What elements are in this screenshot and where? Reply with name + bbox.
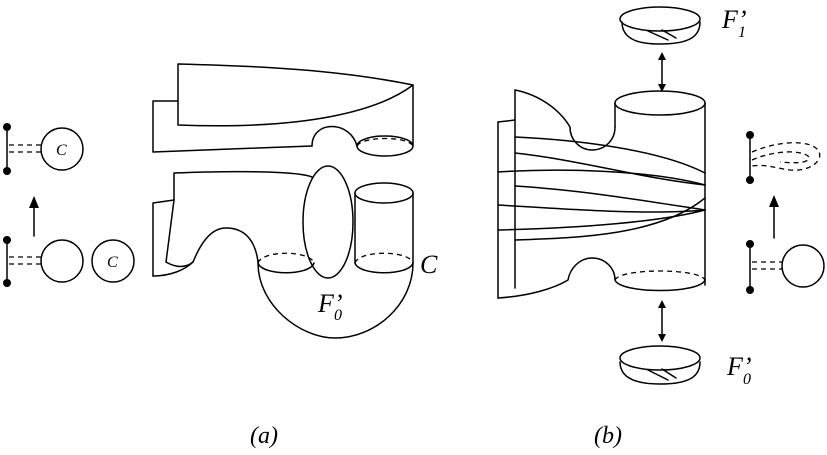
legend-circle [40,239,84,283]
legend-bottom-circle-label: C [107,254,118,271]
legend-circle-c [40,127,84,171]
ring-f1 [619,6,701,45]
legend-b-bottom [746,240,825,294]
surface-b-bottom-rim [614,279,706,292]
legend-dashed-loop-inner [751,151,810,164]
surface-a-lower-band-top [152,170,313,277]
surface-a-rim-solid [257,262,315,274]
arrow-head [658,84,666,92]
legend-arrow-head [29,196,39,208]
surface-a-tube-top [354,182,414,204]
surface-a-center-hole [302,165,354,279]
ring-f0 [619,345,701,385]
surface-b-sheet [497,204,706,213]
label-f1-main: F’ [721,5,747,34]
surface-b-sheet [514,152,706,186]
surface-a-hidden-rim [356,137,414,147]
arrow-head [658,52,666,60]
arrow-head [658,300,666,308]
surface-label-main: F’ [317,289,343,318]
surface-a-notch-lower [152,227,259,277]
caption-b: (b) [594,423,622,449]
surface-b-sheet [497,209,706,231]
surface-b-bottom-rim-dashed [614,270,706,281]
surface-b-edge [497,119,516,123]
ring-bottom [619,361,701,385]
legend-a-arrow [29,196,39,237]
surface-a-notch-upper [311,125,358,147]
label-f1-sub: 1 [738,24,746,41]
panel-a: C C [3,63,438,449]
surface-a-rim-solid [354,262,414,274]
label-f0-sub: 0 [743,371,751,388]
surface-label-f0-a: F’ 0 [317,289,343,324]
surface-b-sheet [497,169,706,186]
surface-a-cap-f0 [257,262,414,339]
surface-b-sheet [514,185,706,211]
legend-top-circle-label: C [56,142,67,159]
caption-a: (a) [250,423,278,449]
curve-label-c: C [420,250,438,279]
surface-b [497,89,706,299]
panel-b: F’ 1 [497,5,825,449]
surface-b-sheet [514,197,706,241]
surface-b-top-mouth [614,90,706,116]
legend-a-bottom: C [3,236,135,287]
surface-a-rim-dashed [257,252,315,264]
ring-top-outer [619,345,701,371]
legend-circle [781,244,825,288]
surface-b-notch-top [514,89,616,151]
surface-b-notch-bottom [497,257,616,299]
surface-a-lower-fold [165,199,194,268]
surface-a-rim-dashed [354,252,414,264]
surface-a [152,63,414,339]
ring-twist [647,29,677,41]
ring-bottom [621,21,701,45]
ring-twist [647,368,677,381]
label-f0-b: F’ 0 [726,352,752,388]
label-f0-main: F’ [726,352,752,381]
legend-b-top [746,131,821,184]
ring-top-outer [619,6,701,32]
surface-a-sheet-second [152,84,414,153]
arrow-head [658,334,666,342]
surface-label-sub: 0 [334,307,342,324]
label-f1: F’ 1 [721,5,747,41]
arrow-bottom [658,300,666,342]
legend-circle-c [91,239,135,283]
arrow-top [658,52,666,92]
surface-a-sheet-top [177,63,414,127]
legend-arrow-head [769,195,779,207]
legend-dashed-loop [751,142,821,171]
surface-b-sheet [514,136,706,174]
legend-b-arrow [769,195,779,239]
legend-a-top: C [3,123,84,175]
